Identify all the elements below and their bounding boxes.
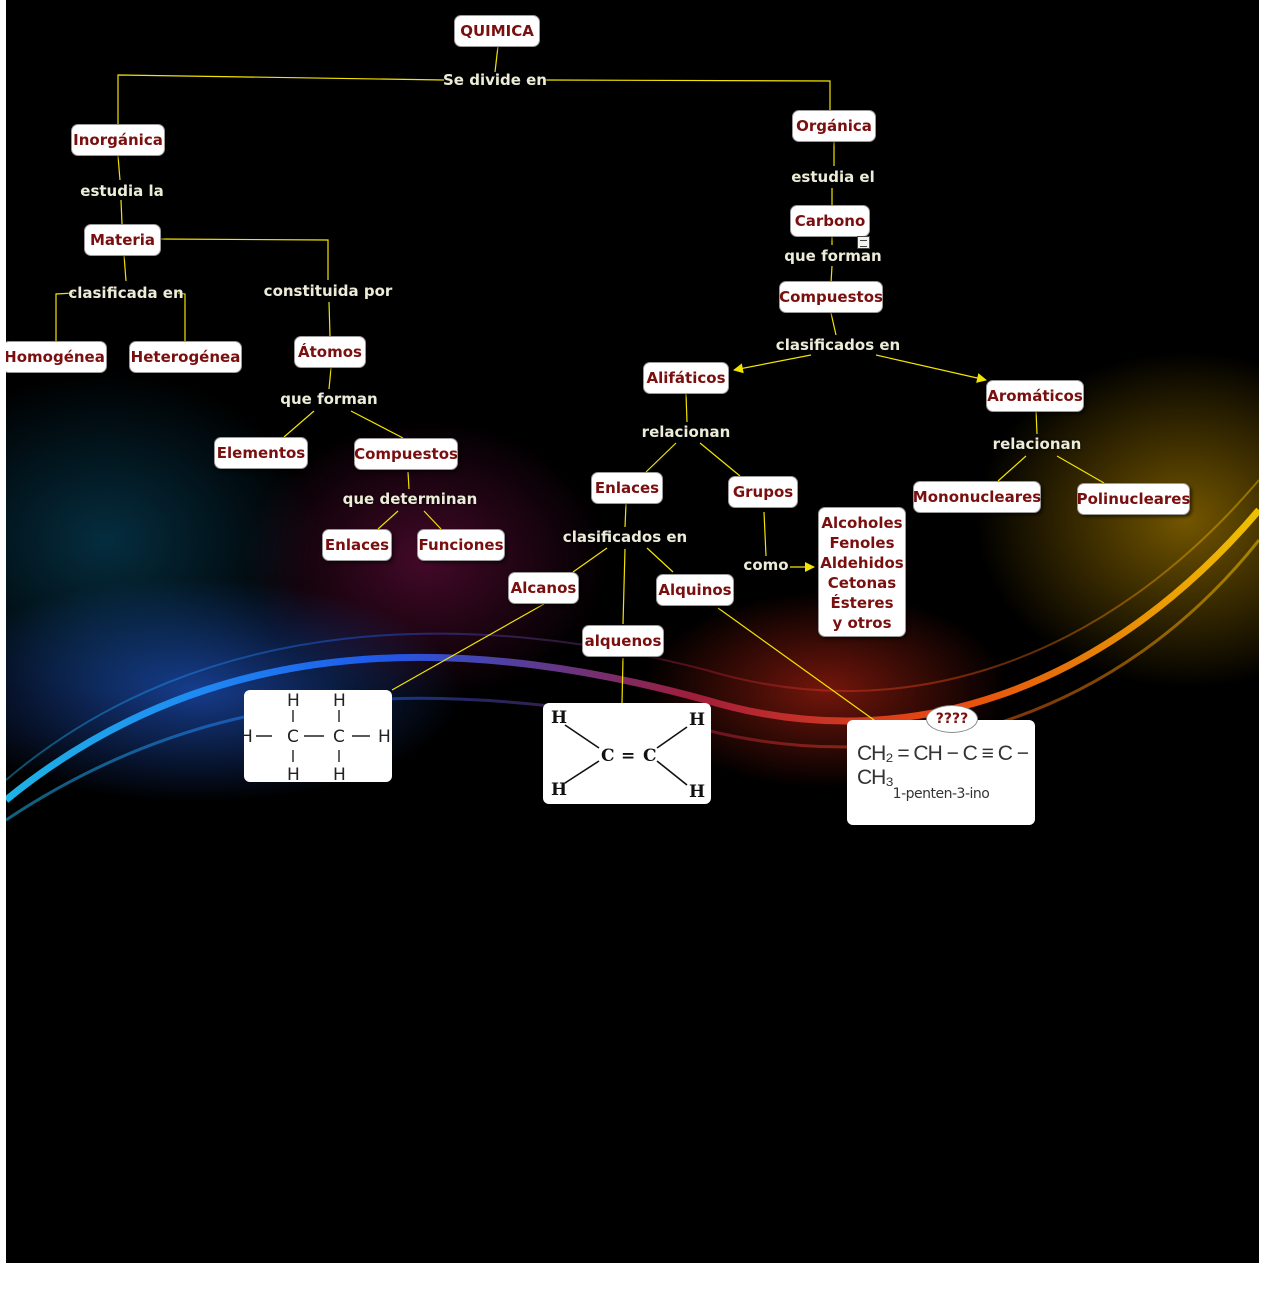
node-groups-list[interactable]: Alcoholes Fenoles Aldehidos Cetonas Éste…: [818, 507, 906, 637]
node-funciones[interactable]: Funciones: [417, 529, 505, 561]
node-polinucleares[interactable]: Polinucleares: [1077, 483, 1190, 515]
group-item: Ésteres: [830, 594, 894, 612]
node-enlaces-left[interactable]: Enlaces: [322, 529, 392, 561]
atom-c: C: [643, 746, 657, 766]
link-label-estudia-el: estudia el: [791, 168, 875, 186]
node-organica[interactable]: Orgánica: [792, 110, 876, 142]
atom-h: H: [689, 710, 705, 730]
group-item: y otros: [832, 614, 892, 632]
node-alcanos[interactable]: Alcanos: [508, 572, 579, 604]
link-label-clasificados-en-bonds: clasificados en: [562, 528, 688, 546]
node-atomos[interactable]: Átomos: [294, 336, 366, 368]
alkane-structure-image: H H H C C H H H: [244, 690, 392, 782]
atom-c: C: [333, 727, 345, 747]
link-label-como: como: [743, 556, 789, 574]
link-label-relacionan-aliphatic: relacionan: [641, 423, 731, 441]
root-node-quimica[interactable]: QUIMICA: [454, 15, 540, 47]
link-label-que-forman-left: que forman: [280, 390, 378, 408]
atom-h: H: [551, 780, 567, 800]
atom-c: C: [287, 727, 299, 747]
atom-h: H: [551, 708, 567, 728]
link-label-constituida-por: constituida por: [263, 282, 393, 300]
node-grupos[interactable]: Grupos: [728, 476, 798, 508]
node-alquenos[interactable]: alquenos: [582, 625, 664, 657]
link-label-clasificada-en: clasificada en: [68, 284, 184, 302]
node-enlaces-right[interactable]: Enlaces: [591, 472, 663, 504]
atom-h: H: [287, 765, 300, 782]
alkyne-example-image: CH₂ = CH − C ≡ C − CH₃ 1-penten-3-ino: [847, 720, 1035, 825]
atom-c: C: [601, 746, 615, 766]
group-item: Aldehidos: [820, 554, 904, 572]
node-materia[interactable]: Materia: [84, 224, 161, 256]
node-homogenea[interactable]: Homogénea: [6, 341, 107, 373]
node-elementos[interactable]: Elementos: [214, 437, 308, 469]
link-label-estudia-la: estudia la: [80, 182, 164, 200]
concept-map-canvas: QUIMICA Se divide en Inorgánica estudia …: [6, 0, 1259, 1263]
link-label-que-forman-right: que forman: [784, 247, 882, 265]
node-compuestos-right[interactable]: Compuestos: [779, 281, 883, 313]
node-aromaticos[interactable]: Aromáticos: [986, 380, 1084, 412]
connector-lines: [55, 45, 1105, 721]
alkyne-name: 1-penten-3-ino: [892, 786, 990, 802]
atom-h: H: [287, 691, 300, 711]
atom-h: H: [333, 765, 346, 782]
atom-h: H: [378, 727, 391, 747]
alkyne-formula: CH₂ = CH − C ≡ C − CH₃: [857, 742, 1029, 789]
question-bubble[interactable]: ????: [926, 705, 978, 733]
atom-h: H: [689, 782, 705, 802]
node-heterogenea[interactable]: Heterogénea: [129, 341, 242, 373]
atom-h: H: [244, 727, 253, 747]
node-mononucleares[interactable]: Mononucleares: [913, 481, 1041, 513]
node-alquinos[interactable]: Alquinos: [656, 574, 734, 606]
note-icon[interactable]: [857, 236, 870, 249]
node-carbono[interactable]: Carbono: [790, 205, 870, 237]
atom-h: H: [333, 691, 346, 711]
node-inorganica[interactable]: Inorgánica: [71, 124, 165, 156]
group-item: Cetonas: [827, 574, 897, 592]
alkene-structure-image: H H H H C = C: [543, 703, 711, 804]
group-item: Fenoles: [829, 534, 895, 552]
bond-double: =: [621, 746, 635, 766]
link-label-relacionan-aromatic: relacionan: [992, 435, 1082, 453]
node-alifaticos[interactable]: Alifáticos: [643, 362, 729, 394]
link-label-clasificados-en: clasificados en: [775, 336, 901, 354]
group-item: Alcoholes: [821, 514, 903, 532]
node-compuestos-left[interactable]: Compuestos: [354, 438, 458, 470]
link-label-que-determinan: que determinan: [342, 490, 478, 508]
link-label-divide: Se divide en: [443, 71, 547, 89]
